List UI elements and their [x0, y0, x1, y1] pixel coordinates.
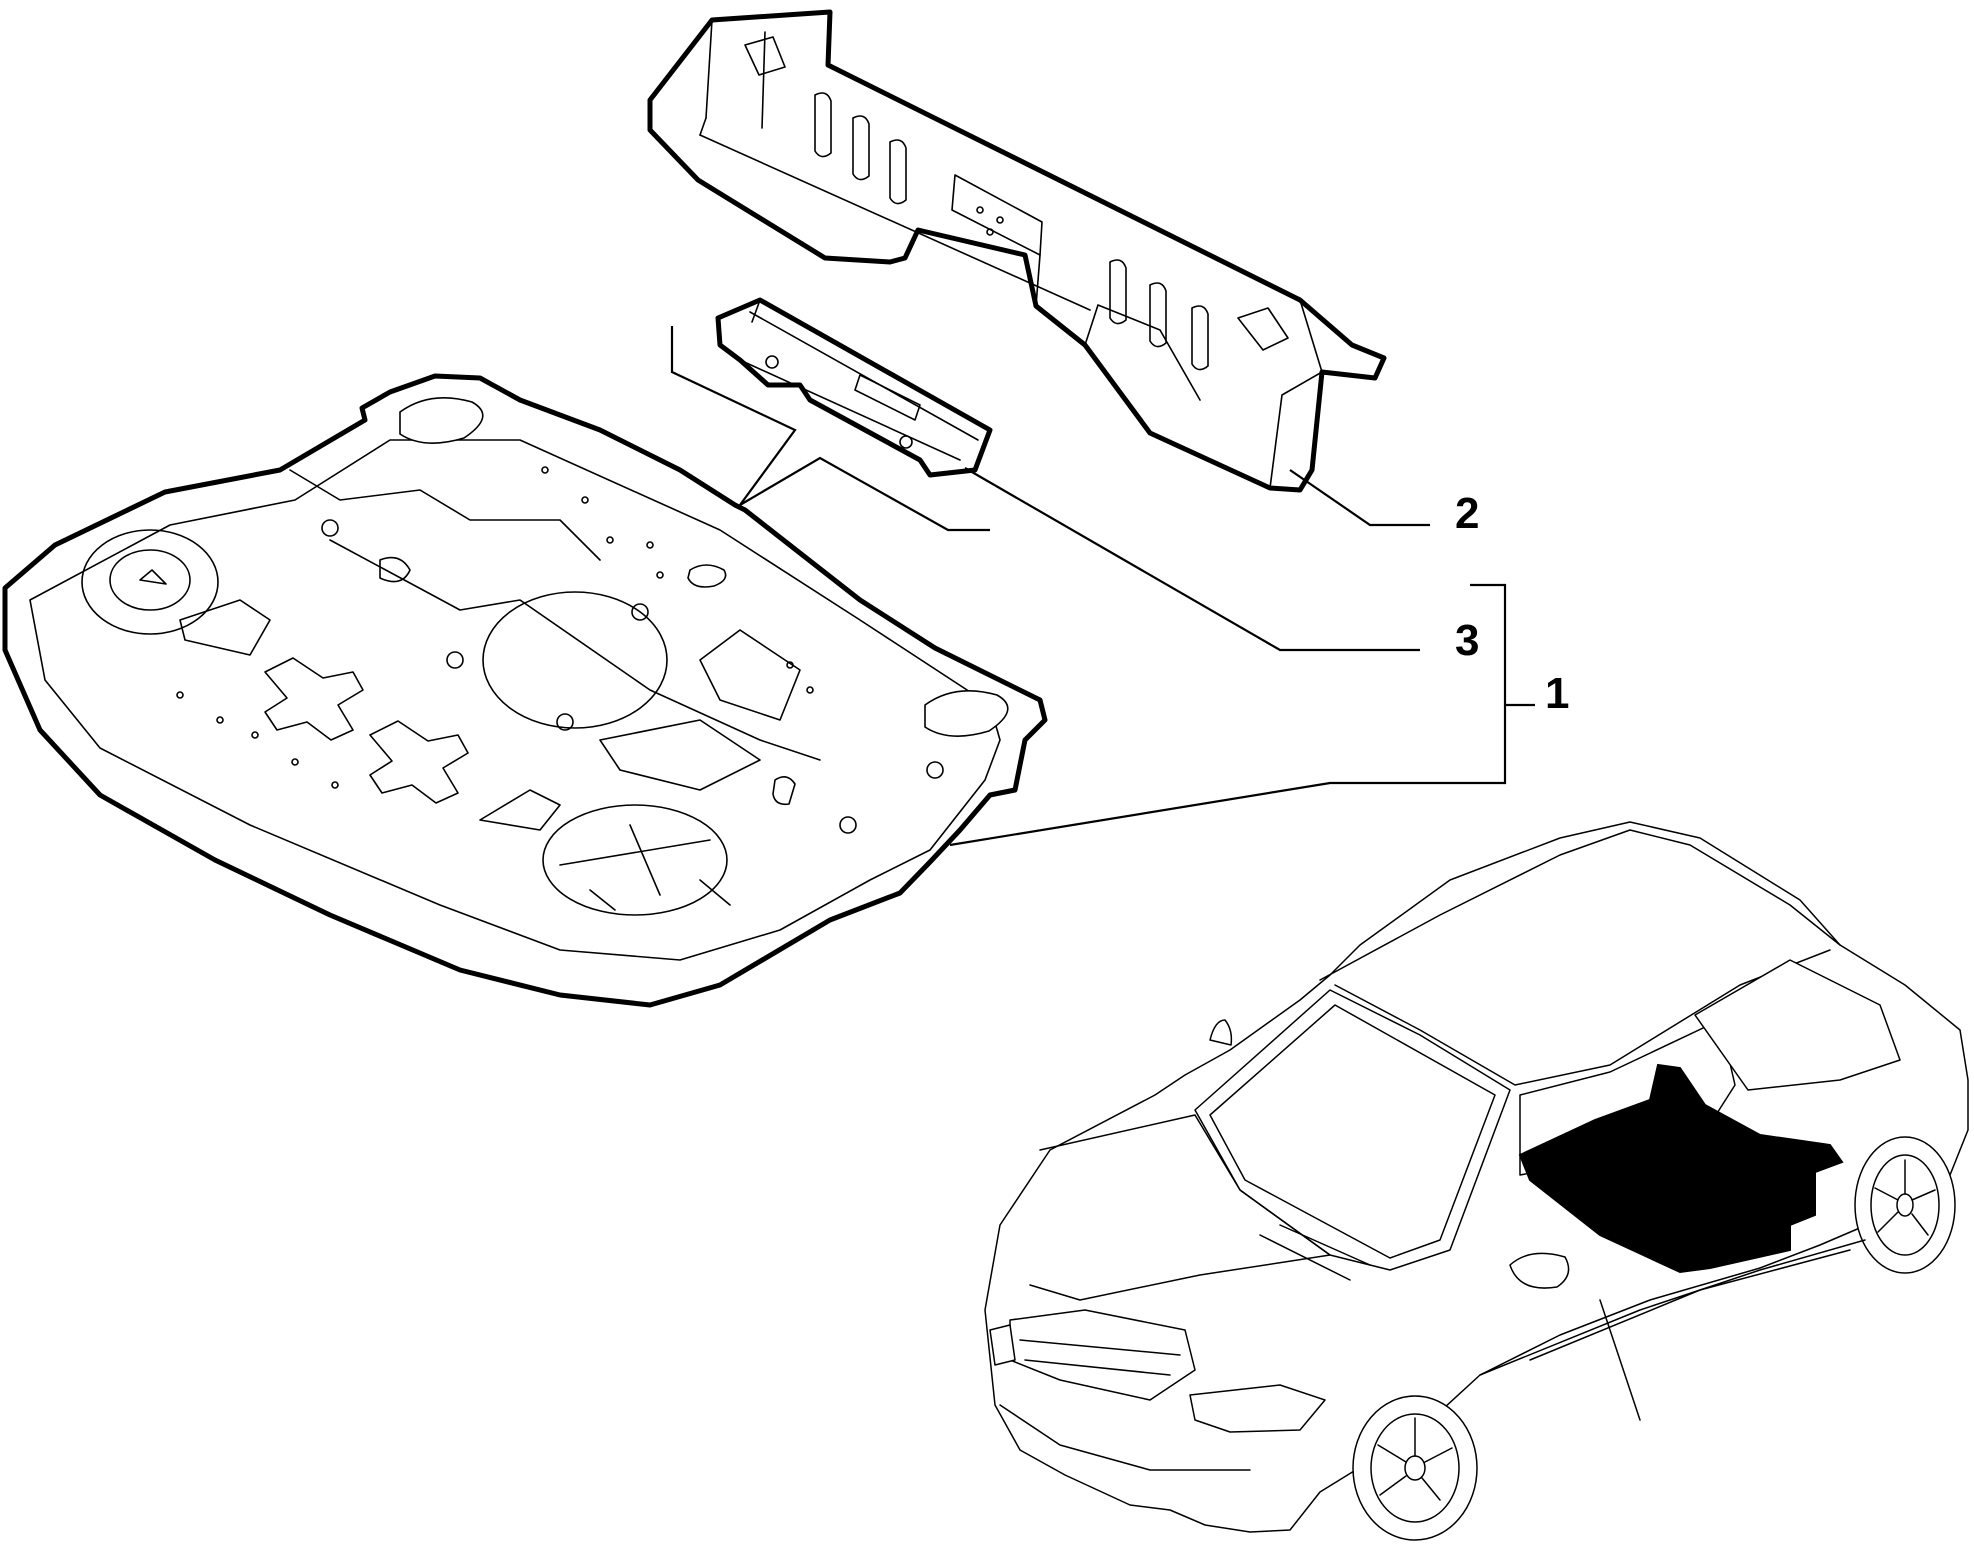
part-rear-crossmember [647, 9, 1387, 493]
callout-label-2: 2 [1455, 489, 1479, 538]
callout-label-3: 3 [1455, 616, 1479, 665]
leader-lines [670, 326, 1535, 847]
highlighted-floor-location [1518, 1063, 1844, 1274]
car-locator-illustration [984, 821, 1969, 1541]
callout-label-1: 1 [1545, 669, 1569, 718]
part-reinforcement-bracket [715, 297, 993, 478]
part-floor-pan [2, 373, 1048, 1008]
